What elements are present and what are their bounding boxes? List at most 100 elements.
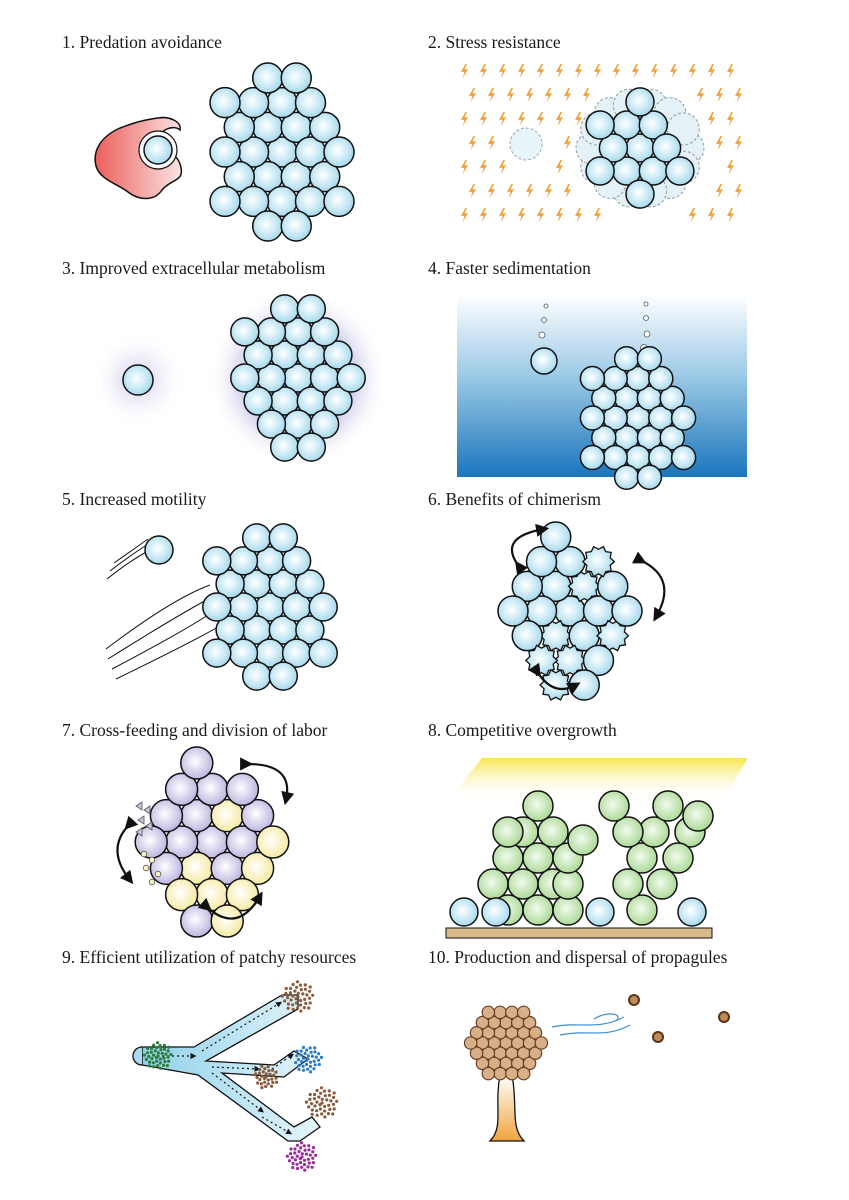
cell bbox=[308, 592, 338, 622]
lightning-icon bbox=[727, 112, 734, 126]
resource-dot bbox=[308, 1153, 312, 1157]
resource-patch-purple bbox=[285, 1141, 318, 1172]
lavender-cell bbox=[180, 904, 214, 938]
resource-dot bbox=[167, 1045, 171, 1049]
single-cell bbox=[143, 135, 173, 165]
resource-dot bbox=[310, 1108, 314, 1112]
resource-dot bbox=[312, 1097, 316, 1101]
metabolism-illustration bbox=[90, 288, 388, 468]
resource-dot bbox=[289, 1152, 293, 1156]
resource-dot bbox=[167, 1059, 171, 1063]
resource-dot bbox=[323, 1115, 327, 1119]
resource-dot bbox=[267, 1069, 271, 1073]
lightning-icon bbox=[537, 112, 544, 126]
resource-dot bbox=[300, 1060, 304, 1064]
lightning-icon bbox=[556, 208, 563, 222]
resource-dot bbox=[293, 1151, 297, 1155]
cell bbox=[309, 409, 340, 439]
spore bbox=[516, 1005, 531, 1020]
resource-dot bbox=[300, 1141, 304, 1145]
lightning-icon bbox=[583, 88, 590, 102]
resource-patch-brown bbox=[253, 980, 339, 1119]
spore bbox=[528, 1046, 543, 1061]
resource-dot bbox=[274, 1070, 278, 1074]
resource-dot bbox=[312, 1059, 316, 1063]
cell bbox=[598, 133, 629, 163]
lightning-icon bbox=[716, 88, 723, 102]
cell bbox=[280, 210, 312, 242]
resource-dot bbox=[318, 1103, 322, 1107]
cell bbox=[591, 424, 617, 451]
resource-dot bbox=[318, 1107, 322, 1111]
cell-cluster bbox=[585, 87, 695, 209]
resource-dot bbox=[270, 1077, 274, 1081]
resource-dot bbox=[266, 1078, 270, 1082]
cell bbox=[659, 424, 685, 451]
dispersed-propagules bbox=[628, 994, 730, 1043]
resource-dot bbox=[144, 1057, 148, 1061]
green-cell bbox=[626, 842, 658, 874]
cell bbox=[638, 110, 669, 140]
lightning-icon bbox=[735, 184, 742, 198]
resource-dot bbox=[299, 1146, 303, 1150]
resource-dot bbox=[153, 1049, 157, 1053]
cell bbox=[252, 62, 284, 94]
resource-dot bbox=[302, 1006, 306, 1010]
exchange-arrow bbox=[510, 523, 550, 576]
lightning-icon bbox=[697, 88, 704, 102]
spore bbox=[475, 1015, 490, 1030]
resource-dot bbox=[295, 1054, 299, 1058]
resource-patch-green bbox=[142, 1041, 173, 1070]
resource-dot bbox=[162, 1047, 167, 1051]
resource-dot bbox=[257, 1071, 261, 1075]
round-cell bbox=[540, 521, 572, 553]
resource-dot bbox=[284, 991, 288, 995]
resource-dot bbox=[303, 983, 307, 987]
cell bbox=[215, 569, 245, 599]
lightning-icon bbox=[708, 112, 715, 126]
panel-stress-resistance: 2. Stress resistance bbox=[428, 32, 808, 257]
resource-dot bbox=[264, 1084, 268, 1089]
resource-dot bbox=[313, 1063, 317, 1067]
resource-dot bbox=[301, 1064, 305, 1068]
resource-dot bbox=[142, 1053, 146, 1057]
resource-dot bbox=[295, 1154, 299, 1158]
round-cell bbox=[497, 595, 529, 627]
lightning-icon bbox=[727, 64, 734, 78]
resource-dot bbox=[146, 1046, 150, 1051]
single-cell bbox=[122, 364, 154, 396]
resource-dot bbox=[280, 994, 284, 998]
lightning-icon bbox=[716, 136, 723, 150]
lightning-icon bbox=[461, 208, 468, 222]
exchange-arrow bbox=[240, 757, 295, 806]
chimerism-illustration bbox=[497, 521, 666, 701]
lightning-icon bbox=[518, 64, 525, 78]
resource-dot bbox=[303, 987, 308, 991]
lightning-icon bbox=[488, 184, 495, 198]
lightning-icon bbox=[556, 64, 563, 78]
resource-dot bbox=[294, 1001, 298, 1005]
resource-dot bbox=[327, 1103, 331, 1107]
panel-extracellular-metabolism: 3. Improved extracellular metabolism bbox=[62, 258, 442, 483]
spore bbox=[505, 1005, 519, 1020]
lavender-cell bbox=[149, 798, 184, 833]
resource-dot bbox=[296, 1058, 300, 1062]
round-cell bbox=[582, 644, 615, 677]
resource-dot bbox=[299, 1003, 303, 1007]
spore bbox=[475, 1056, 490, 1071]
resource-dot bbox=[308, 989, 312, 993]
lightning-icon bbox=[480, 112, 487, 126]
green-cell bbox=[522, 790, 554, 822]
cell bbox=[591, 385, 617, 412]
cell bbox=[625, 179, 655, 209]
predation-illustration bbox=[94, 62, 355, 242]
cell bbox=[296, 294, 327, 324]
resource-dot bbox=[260, 1064, 264, 1068]
resource-dot bbox=[305, 993, 309, 997]
yellow-cell bbox=[240, 851, 275, 886]
round-cell bbox=[597, 570, 629, 603]
resource-dot bbox=[300, 1165, 304, 1169]
resource-dot bbox=[286, 1006, 290, 1010]
resource-dot bbox=[169, 1052, 173, 1057]
resource-dot bbox=[291, 1166, 295, 1170]
